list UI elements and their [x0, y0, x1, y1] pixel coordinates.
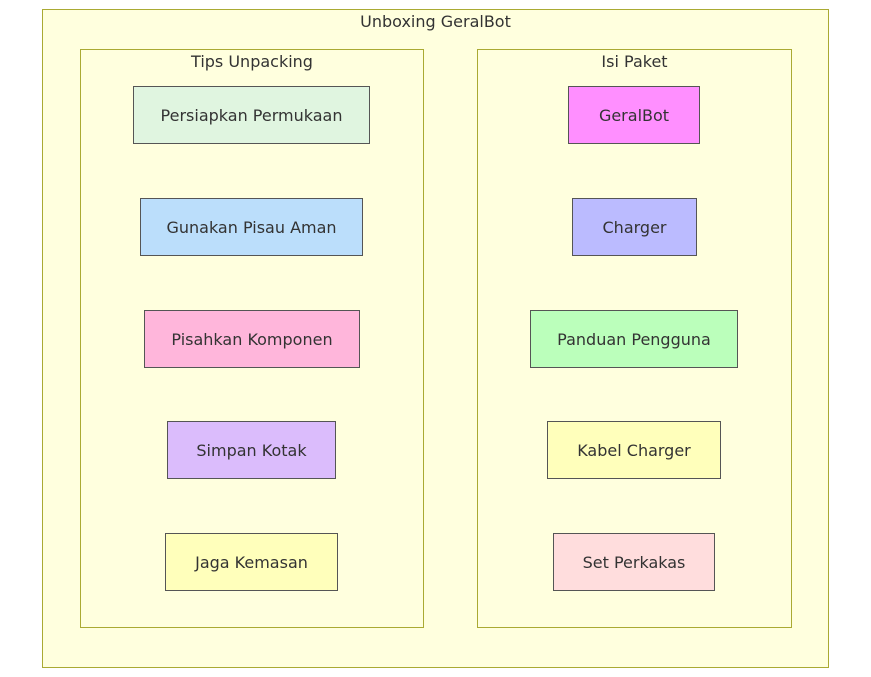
diagram-title: Unboxing GeralBot — [360, 12, 511, 31]
node-kabel-charger: Kabel Charger — [547, 421, 721, 479]
node-simpan-kotak: Simpan Kotak — [167, 421, 336, 479]
node-charger: Charger — [572, 198, 697, 256]
node-geralbot: GeralBot — [568, 86, 700, 144]
node-set-perkakas: Set Perkakas — [553, 533, 715, 591]
node-panduan-pengguna: Panduan Pengguna — [530, 310, 738, 368]
node-pisahkan-komponen: Pisahkan Komponen — [144, 310, 360, 368]
cluster-tips-unpacking: Tips Unpacking — [80, 49, 424, 628]
node-jaga-kemasan: Jaga Kemasan — [165, 533, 338, 591]
node-gunakan-pisau-aman: Gunakan Pisau Aman — [140, 198, 363, 256]
node-persiapkan-permukaan: Persiapkan Permukaan — [133, 86, 370, 144]
cluster-title-isi: Isi Paket — [601, 52, 668, 71]
cluster-title-tips: Tips Unpacking — [191, 52, 313, 71]
